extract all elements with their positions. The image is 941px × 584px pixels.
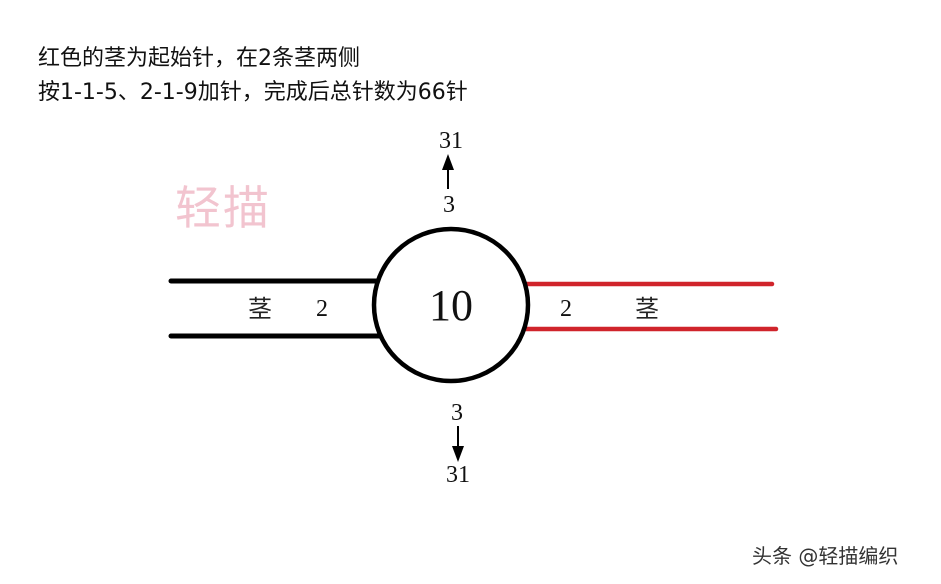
top-start-count: 3 <box>443 192 455 218</box>
arrow-down-icon <box>452 426 464 462</box>
right-stem <box>522 281 779 332</box>
watermark-text: 轻描 <box>175 181 271 235</box>
center-count: 10 <box>429 281 473 330</box>
bottom-start-count: 3 <box>451 400 463 426</box>
instruction-line-2: 按1-1-5、2-1-9加针，完成后总针数为66针 <box>38 80 468 105</box>
left-stem <box>168 278 386 339</box>
arrow-up-icon <box>442 154 454 189</box>
center-circle <box>371 226 531 384</box>
credit-watermark: 头条 @轻描编织 <box>752 544 899 568</box>
left-stem-count: 2 <box>316 296 328 322</box>
right-stem-count: 2 <box>560 296 572 322</box>
top-end-count: 31 <box>439 128 463 154</box>
instruction-line-1: 红色的茎为起始针，在2条茎两侧 <box>38 46 360 71</box>
right-stem-label: 茎 <box>635 295 659 323</box>
bottom-end-count: 31 <box>446 462 470 488</box>
left-stem-label: 茎 <box>248 295 272 323</box>
